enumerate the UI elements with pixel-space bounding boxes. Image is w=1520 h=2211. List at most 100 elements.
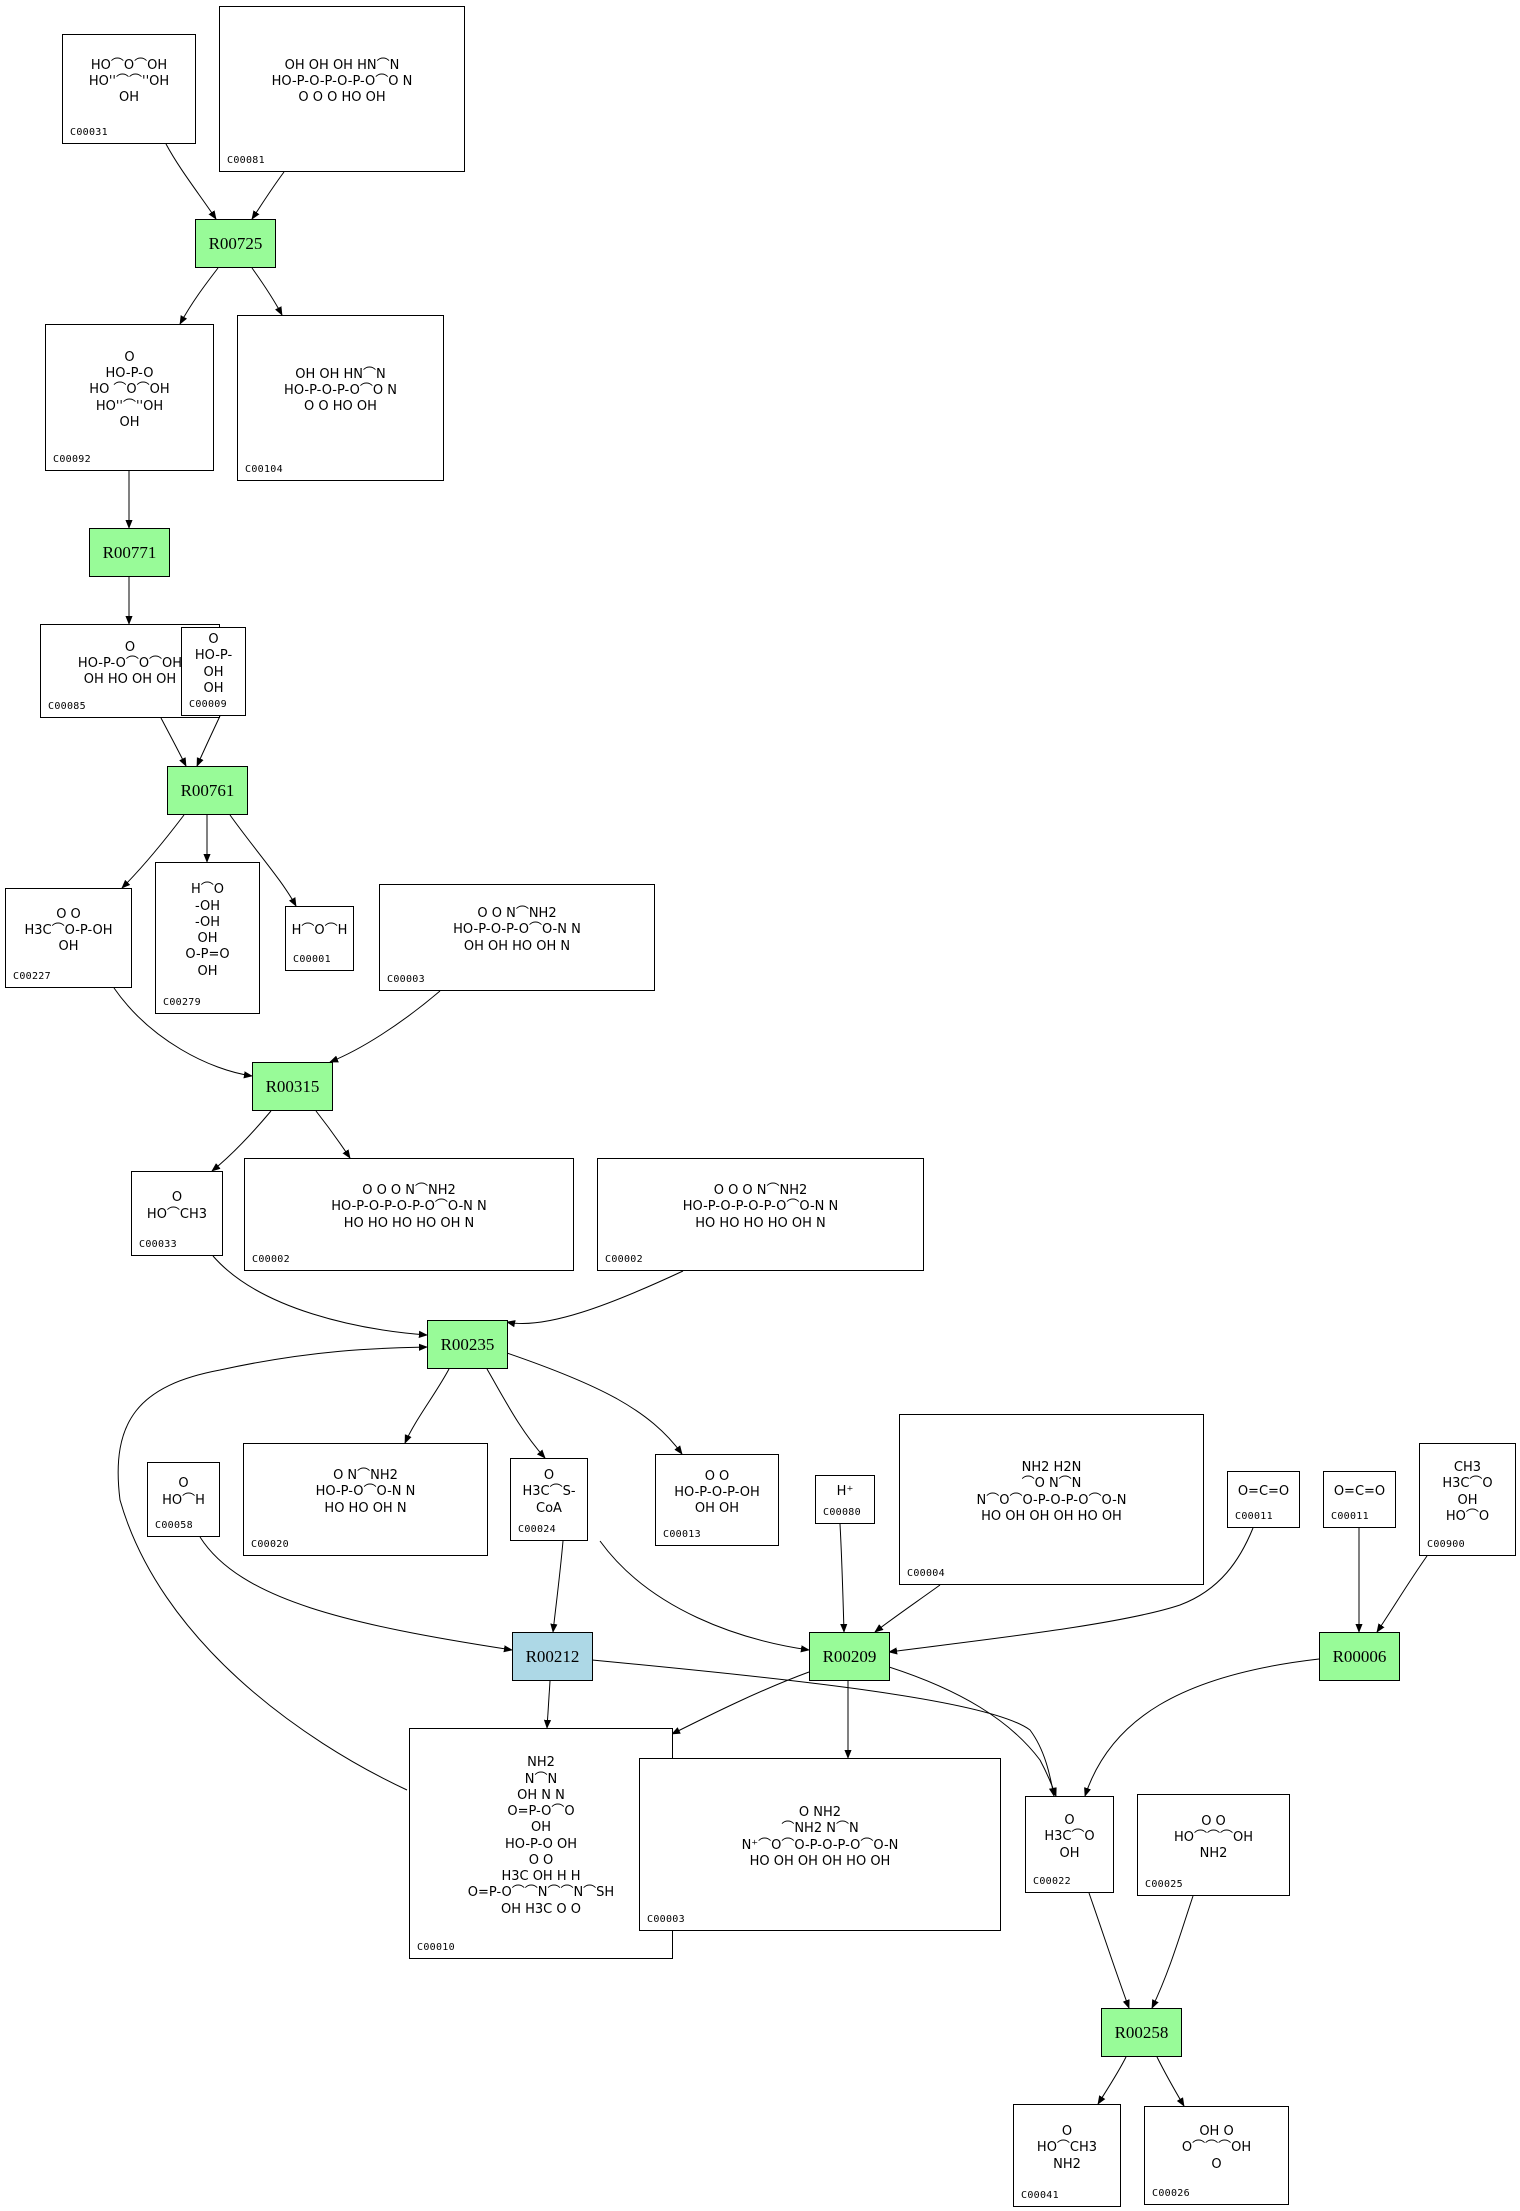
- reaction-node[interactable]: R00315: [252, 1062, 333, 1111]
- compound-node[interactable]: NH2 N⌒N OH N N O=P-O⌒O OH HO-P-O OH O O …: [409, 1728, 673, 1959]
- structure-image: O HO⌒CH3 NH2: [1036, 2124, 1098, 2172]
- structure-image: O HO⌒CH3: [146, 1190, 208, 1222]
- structure-image: O N⌒NH2 HO-P-O⌒O-N N HO HO OH N: [315, 1468, 416, 1516]
- structure-image: HO⌒O⌒OH HO''⌒⌒''OH OH: [88, 57, 170, 106]
- compound-node[interactable]: OH O O⌒⌒⌒OH O C00026: [1144, 2106, 1289, 2205]
- compound-node[interactable]: O H3C⌒O OH C00022: [1025, 1796, 1114, 1893]
- compound-id: C00081: [227, 155, 265, 166]
- compound-node[interactable]: O O O N⌒NH2 HO-P-O-P-O-P-O⌒O-N N HO HO H…: [244, 1158, 574, 1271]
- compound-node[interactable]: O NH2 ⌒NH2 N⌒N N⁺⌒O⌒O-P-O-P-O⌒O-N HO OH …: [639, 1758, 1001, 1931]
- compound-id: C00024: [518, 1524, 556, 1535]
- edge-r00235-c00013: [506, 1352, 683, 1455]
- structure-image: OH OH HN⌒N HO-P-O-P-O⌒O N O O HO OH: [284, 366, 397, 415]
- compound-id: C00011: [1331, 1511, 1369, 1522]
- compound-id: C00092: [53, 454, 91, 465]
- reaction-node[interactable]: R00258: [1101, 2008, 1182, 2057]
- reaction-node[interactable]: R00006: [1319, 1632, 1400, 1681]
- compound-node[interactable]: O HO-P-OH OH C00009: [181, 627, 246, 716]
- structure-image: O NH2 ⌒NH2 N⌒N N⁺⌒O⌒O-P-O-P-O⌒O-N HO OH …: [741, 1805, 899, 1869]
- structure-image: O O HO-P-O-P-OH OH OH: [674, 1468, 760, 1517]
- structure-image: OH O O⌒⌒⌒OH O: [1181, 2124, 1252, 2172]
- compound-node[interactable]: O O N⌒NH2 HO-P-O-P-O⌒O-N N OH OH HO OH N…: [379, 884, 655, 991]
- edge-r00006-c00022: [1084, 1658, 1320, 1797]
- structure-image: O H3C⌒S-CoA: [522, 1468, 576, 1516]
- compound-node[interactable]: OH OH HN⌒N HO-P-O-P-O⌒O N O O HO OH C001…: [237, 315, 444, 481]
- compound-id: C00022: [1033, 1876, 1071, 1887]
- compound-id: C00002: [252, 1254, 290, 1265]
- compound-id: C00004: [907, 1568, 945, 1579]
- compound-id: C00011: [1235, 1511, 1273, 1522]
- edge-c00085-r00761: [160, 717, 187, 767]
- structure-image: O=C=O: [1333, 1484, 1386, 1500]
- structure-image: O HO-P-O⌒O⌒OH OH HO OH OH: [77, 639, 183, 688]
- edge-c00080-r00209: [839, 1523, 848, 1633]
- edge-c00033-r00235: [212, 1255, 428, 1338]
- edge-r00235-c00024: [486, 1368, 546, 1459]
- edge-r00315-c00002a: [315, 1110, 351, 1159]
- edge-r00725-c00092: [179, 267, 219, 325]
- compound-id: C00900: [1427, 1539, 1465, 1550]
- structure-image: O H3C⌒O OH: [1044, 1813, 1095, 1861]
- compound-node[interactable]: HO⌒O⌒OH HO''⌒⌒''OH OH C00031: [62, 34, 196, 144]
- compound-node[interactable]: O HO-P-O HO ⌒O⌒OH HO''⌒''OH OH C00092: [45, 324, 214, 471]
- compound-node[interactable]: OH OH OH HN⌒N HO-P-O-P-O-P-O⌒O N O O O H…: [219, 6, 465, 172]
- edge-r00258-c00041: [1097, 2056, 1127, 2105]
- edge-c00011a-r00209: [888, 1527, 1254, 1655]
- edge-r00315-c00033: [211, 1110, 272, 1172]
- edge-r00725-c00104: [251, 267, 283, 316]
- compound-node[interactable]: O HO⌒CH3 NH2 C00041: [1013, 2104, 1121, 2207]
- edge-c00009-r00761: [196, 715, 221, 767]
- reaction-node[interactable]: R00761: [167, 766, 248, 815]
- edge-c00900-r00006: [1376, 1555, 1428, 1633]
- structure-image: O HO-P-O HO ⌒O⌒OH HO''⌒''OH OH: [89, 349, 170, 430]
- compound-node[interactable]: O O O N⌒NH2 HO-P-O-P-O-P-O⌒O-N N HO HO H…: [597, 1158, 924, 1271]
- edge-c00002b-r00235: [506, 1270, 684, 1328]
- compound-id: C00031: [70, 127, 108, 138]
- reaction-node[interactable]: R00209: [809, 1632, 890, 1681]
- edge-r00258-c00026: [1156, 2056, 1185, 2107]
- compound-id: C00009: [189, 699, 227, 710]
- edge-c00022-r00258: [1088, 1892, 1130, 2009]
- structure-image: H⁺: [836, 1484, 854, 1500]
- compound-node[interactable]: O O H3C⌒O-P-OH OH C00227: [5, 888, 132, 988]
- compound-node[interactable]: O=C=O C00011: [1227, 1471, 1300, 1528]
- edge-r00235-c00020: [404, 1368, 450, 1444]
- compound-id: C00026: [1152, 2188, 1190, 2199]
- compound-id: C00227: [13, 971, 51, 982]
- edge-c00004-r00209: [874, 1584, 941, 1633]
- structure-image: H⌒O -OH -OH OH O-P=O OH: [185, 882, 230, 979]
- compound-node[interactable]: O HO⌒CH3 C00033: [131, 1171, 223, 1256]
- compound-id: C00020: [251, 1539, 289, 1550]
- compound-node[interactable]: H⁺ C00080: [815, 1475, 875, 1524]
- compound-node[interactable]: O N⌒NH2 HO-P-O⌒O-N N HO HO OH N C00020: [243, 1443, 488, 1556]
- compound-node[interactable]: H⌒O -OH -OH OH O-P=O OH C00279: [155, 862, 260, 1014]
- structure-image: O=C=O: [1237, 1484, 1290, 1500]
- reaction-node[interactable]: R00235: [427, 1320, 508, 1369]
- compound-node[interactable]: NH2 H2N ⌒O N⌒N N⌒O⌒O-P-O-P-O⌒O-N HO OH O…: [899, 1414, 1204, 1585]
- compound-node[interactable]: O O HO⌒⌒⌒OH NH2 C00025: [1137, 1794, 1290, 1896]
- compound-node[interactable]: H⌒O⌒H C00001: [285, 906, 354, 971]
- reaction-node[interactable]: R00725: [195, 219, 276, 268]
- structure-image: O HO-P-OH OH: [194, 632, 233, 696]
- reaction-node-highlighted[interactable]: R00212: [512, 1632, 593, 1681]
- structure-image: OH OH OH HN⌒N HO-P-O-P-O-P-O⌒O N O O O H…: [271, 57, 413, 106]
- structure-image: O HO⌒H: [162, 1476, 205, 1508]
- compound-id: C00025: [1145, 1879, 1183, 1890]
- compound-node[interactable]: O HO⌒H C00058: [147, 1462, 220, 1537]
- edge-c00010-r00235: [117, 1343, 428, 1791]
- structure-image: NH2 H2N ⌒O N⌒N N⌒O⌒O-P-O-P-O⌒O-N HO OH O…: [976, 1460, 1127, 1524]
- compound-id: C00279: [163, 997, 201, 1008]
- compound-node[interactable]: O=C=O C00011: [1323, 1471, 1396, 1528]
- edge-c00227-r00315: [113, 987, 253, 1079]
- compound-node[interactable]: CH3 H3C⌒O OH HO⌒O C00900: [1419, 1443, 1516, 1556]
- reaction-node[interactable]: R00771: [89, 528, 170, 577]
- compound-id: C00003: [647, 1914, 685, 1925]
- compound-id: C00041: [1021, 2190, 1059, 2201]
- edge-c00024-r00212: [550, 1540, 564, 1633]
- compound-id: C00085: [48, 701, 86, 712]
- compound-node[interactable]: O O HO-P-O-P-OH OH OH C00013: [655, 1454, 779, 1546]
- structure-image: O O H3C⌒O-P-OH OH: [24, 906, 113, 955]
- compound-id: C00001: [293, 954, 331, 965]
- compound-node[interactable]: O H3C⌒S-CoA C00024: [510, 1458, 588, 1541]
